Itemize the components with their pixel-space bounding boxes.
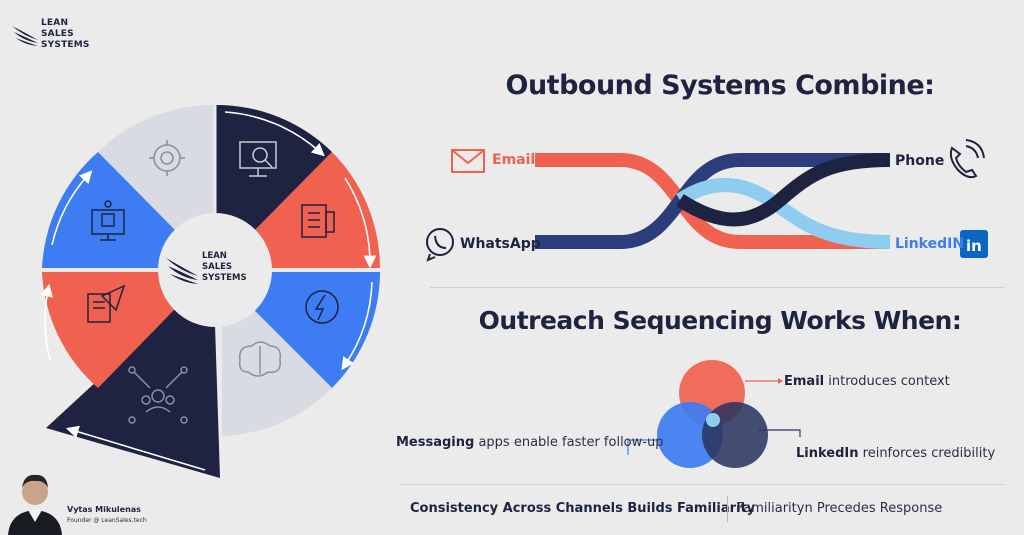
section-divider	[430, 287, 1005, 288]
wheel-center	[158, 213, 272, 327]
messaging-annotation: Messaging apps enable faster follow-up	[396, 435, 664, 450]
gear-icon	[149, 140, 185, 176]
footer-left-text: Consistency Across Channels Builds Famil…	[410, 501, 756, 516]
phone-label: Phone	[895, 153, 945, 169]
ai-chip-monitor-icon	[91, 200, 125, 241]
svg-text:in: in	[966, 237, 982, 255]
wheel-segment-document	[254, 152, 380, 268]
center-logo-line: SALES	[202, 262, 232, 272]
linkedin-icon: in	[960, 230, 988, 258]
logo-line: SALES	[41, 29, 74, 39]
email-label: Email	[492, 152, 536, 168]
brand-logo: LEAN SALES SYSTEMS	[10, 16, 120, 56]
footer-right-text: Familiarityn Precedes Response	[737, 501, 943, 516]
author-photo	[8, 474, 62, 535]
document-list-icon	[301, 204, 335, 238]
linkedin-pointer	[758, 429, 801, 437]
rim-arrow	[40, 283, 54, 361]
wheel-segment-gear	[98, 104, 215, 231]
channel-ribbons: in	[426, 139, 988, 262]
linkedin-label: LinkedIN	[895, 236, 965, 252]
center-logo-line: SYSTEMS	[202, 273, 247, 283]
linkedin-annotation: LinkedIn reinforces credibility	[796, 446, 996, 461]
phone-icon	[949, 139, 985, 179]
section1-title: Outbound Systems Combine:	[505, 70, 935, 101]
rim-arrow	[224, 111, 325, 157]
brain-icon	[238, 341, 282, 377]
footer-separator	[727, 496, 728, 522]
phone-ribbon	[676, 153, 891, 227]
magnifier-monitor-icon	[239, 141, 277, 177]
rim-arrow	[65, 425, 206, 471]
rim-arrow	[344, 177, 377, 269]
wings-icon	[12, 26, 38, 46]
paper-plane-document-icon	[87, 284, 126, 323]
author-name: Vytas Mikulenas	[67, 505, 141, 514]
wheel-segment-plane	[42, 272, 176, 388]
whatsapp-label: WhatsApp	[460, 236, 541, 252]
email-annotation: Email introduces context	[784, 374, 950, 389]
logo-line: SYSTEMS	[41, 40, 90, 50]
section2-title: Outreach Sequencing Works When:	[478, 306, 962, 335]
rim-arrow	[341, 281, 373, 371]
messaging-pointer	[627, 439, 660, 455]
linkedin-circle	[702, 402, 768, 468]
wheel-segment-brain	[222, 310, 332, 436]
whatsapp-icon	[426, 228, 454, 262]
center-wings-icon	[166, 258, 198, 284]
rim-arrow	[51, 170, 93, 246]
process-wheel: LEAN SALES SYSTEMS	[40, 100, 380, 478]
email-icon	[451, 149, 485, 173]
lightning-refresh-icon	[305, 290, 339, 324]
venn-diagram	[627, 360, 801, 468]
footer-divider	[400, 484, 1005, 485]
center-logo-line: LEAN	[202, 251, 227, 261]
author-role: Founder @ LeanSales.tech	[67, 517, 147, 524]
venn-center-dot	[706, 413, 720, 427]
logo-line: LEAN	[41, 18, 69, 28]
network-people-icon	[128, 366, 188, 424]
